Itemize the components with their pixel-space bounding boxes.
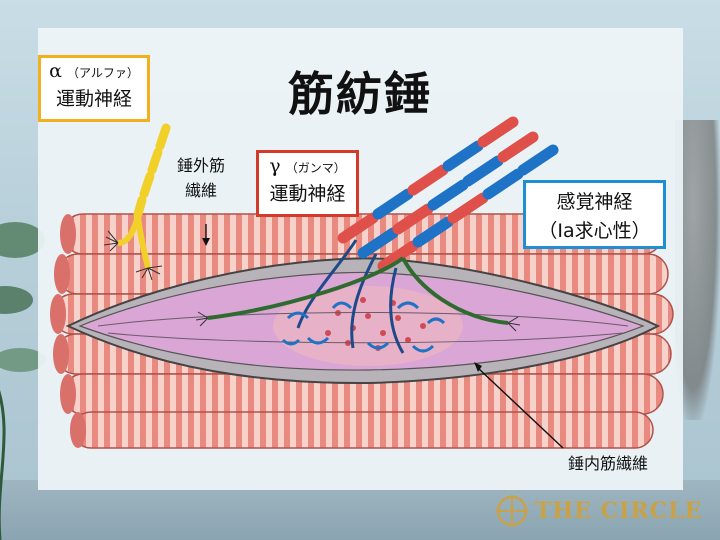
gamma-name: 運動神経 <box>269 183 346 205</box>
gamma-motor-nerve <box>281 116 559 354</box>
sensory-nerve <box>195 256 521 332</box>
gamma-reading: （ガンマ） <box>285 161 346 175</box>
sensory-nerve-label: 感覚神経 （Ⅰa求心性） <box>523 180 666 249</box>
muscle-spindle-diagram <box>50 116 674 449</box>
leader-arrow-extrafusal <box>202 224 210 246</box>
alpha-motor-nerve-label: α （アルファ） 運動神経 <box>38 55 150 122</box>
background-plant <box>0 222 46 540</box>
alpha-reading: （アルファ） <box>67 66 139 80</box>
background-floor <box>0 480 720 540</box>
circle-logo-icon <box>496 495 528 527</box>
muscle-spindle-capsule <box>65 257 661 385</box>
extrafusal-label-line2: 繊維 <box>184 181 217 200</box>
brand-logo: THE CIRCLE <box>495 494 702 528</box>
logo-text: THE CIRCLE <box>535 498 703 524</box>
extrafusal-fiber <box>72 411 654 449</box>
intrafusal-fiber-label: 錘内筋繊維 <box>568 454 649 473</box>
slide-title: 筋紡錘 <box>288 67 432 121</box>
alpha-symbol: α <box>49 60 62 82</box>
extrafusal-fiber-label: 錘外筋 繊維 <box>176 153 226 203</box>
sensory-name: 感覚神経 <box>556 191 633 213</box>
alpha-motor-nerve <box>103 123 171 281</box>
extrafusal-label-line1: 錘外筋 <box>176 156 225 175</box>
leader-arrow-intrafusal <box>474 362 564 449</box>
sensory-type: （Ⅰa求心性） <box>538 220 651 242</box>
alpha-name: 運動神経 <box>55 88 132 110</box>
gamma-symbol: γ <box>269 155 281 177</box>
gamma-motor-nerve-label: γ （ガンマ） 運動神経 <box>256 150 359 217</box>
